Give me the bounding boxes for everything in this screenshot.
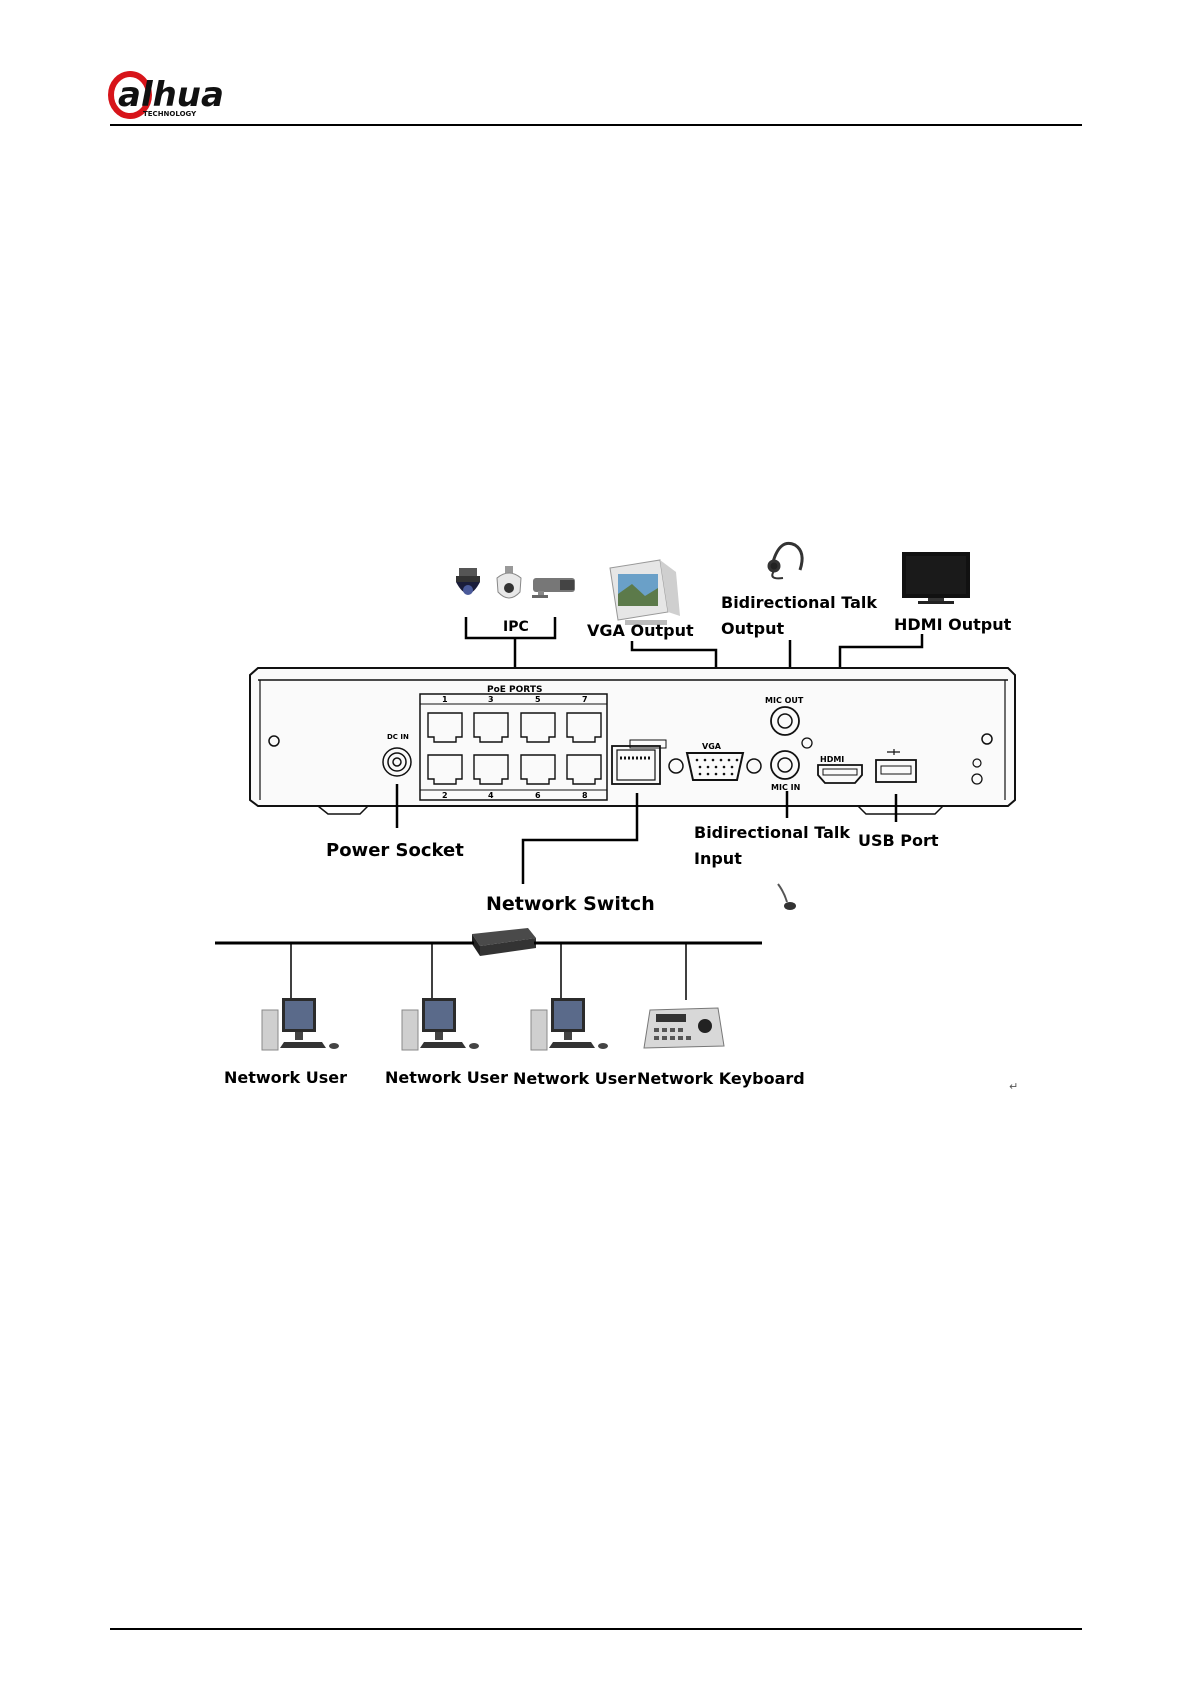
network-keyboard-label: Network Keyboard: [637, 1069, 805, 1088]
network-user-label-2: Network User: [385, 1068, 508, 1087]
bullet-camera-icon: [532, 578, 575, 598]
hdmi-port-label: HDMI: [820, 755, 844, 764]
desktop-pc-icon: [262, 998, 339, 1050]
mic-out-label: MIC OUT: [765, 696, 804, 705]
power-socket-label: Power Socket: [326, 840, 464, 861]
ipc-label: IPC: [503, 619, 529, 635]
network-user-label-3: Network User: [513, 1069, 636, 1088]
port-number: 8: [582, 791, 588, 800]
usb-port-label: USB Port: [858, 831, 939, 850]
network-switch-icon: [472, 928, 536, 956]
nvr-rear-panel: [250, 668, 1015, 814]
port-number: 2: [442, 791, 448, 800]
ptz-keyboard-icon: [644, 1008, 724, 1048]
headset-icon: [769, 543, 802, 578]
network-user-label-1: Network User: [224, 1068, 347, 1087]
hdmi-output-label: HDMI Output: [894, 615, 1012, 634]
port-number: 6: [535, 791, 541, 800]
vga-port-label: VGA: [702, 742, 722, 751]
microphone-icon: [778, 884, 796, 910]
port-number: 4: [488, 791, 494, 800]
port-number: 3: [488, 695, 494, 704]
talk-output-label-line2: Output: [721, 619, 784, 638]
port-number: 1: [442, 695, 448, 704]
desktop-pc-icon: [402, 998, 479, 1050]
crt-monitor-icon: [610, 560, 680, 625]
vga-output-label: VGA Output: [587, 621, 694, 640]
port-number: 5: [535, 695, 541, 704]
network-switch-label: Network Switch: [486, 893, 655, 915]
dome-camera-icon: [456, 568, 480, 595]
talk-input-label-line2: Input: [694, 849, 742, 868]
port-number: 7: [582, 695, 588, 704]
dc-in-label: DC IN: [387, 733, 409, 741]
talk-output-label-line1: Bidirectional Talk: [721, 593, 877, 612]
return-mark: ↵: [1009, 1080, 1018, 1093]
tv-icon: [902, 552, 970, 604]
mic-in-label: MIC IN: [771, 783, 800, 792]
talk-input-label-line1: Bidirectional Talk: [694, 823, 850, 842]
desktop-pc-icon: [531, 998, 608, 1050]
speed-dome-camera-icon: [497, 566, 521, 598]
network-users: [262, 998, 608, 1050]
